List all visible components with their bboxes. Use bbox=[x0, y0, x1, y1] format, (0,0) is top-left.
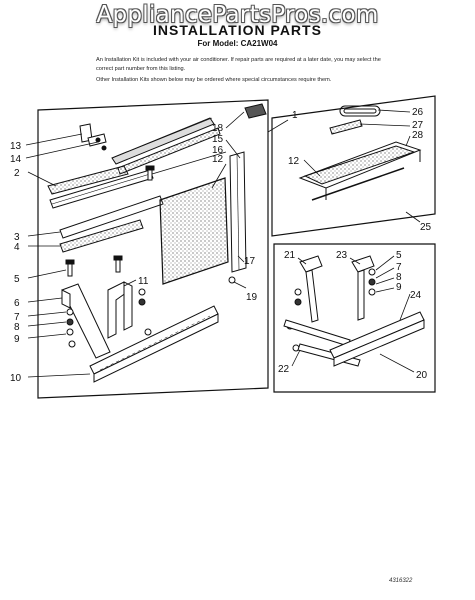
callout-21: 21 bbox=[284, 250, 296, 261]
hardware-b bbox=[286, 268, 376, 352]
watermark: AppliancePartsPros.com bbox=[96, 2, 379, 28]
other-kits-note: Other Installation Kits shown below may … bbox=[96, 77, 332, 83]
page-title: INSTALLATION PARTS bbox=[153, 22, 322, 38]
callout-b9: 9 bbox=[396, 282, 402, 293]
foam-seal-12 bbox=[159, 177, 229, 285]
model-subtitle: For Model: CA21W04 bbox=[197, 39, 278, 48]
callout-18: 18 bbox=[212, 123, 224, 134]
callout-13: 13 bbox=[10, 141, 22, 152]
bracket-11 bbox=[107, 281, 133, 339]
bracket-21 bbox=[299, 255, 323, 323]
callout-6: 6 bbox=[14, 298, 20, 309]
screw-19 bbox=[228, 276, 236, 284]
left-panel-frame bbox=[37, 99, 269, 399]
callout-15: 15 bbox=[212, 134, 224, 145]
callout-14: 14 bbox=[10, 154, 22, 165]
callout-25: 25 bbox=[420, 222, 432, 233]
catalog-number: 4316322 bbox=[389, 578, 413, 584]
callout-12: 12 bbox=[212, 154, 224, 165]
callout-8: 8 bbox=[14, 322, 20, 333]
callout-b5: 5 bbox=[396, 250, 402, 261]
callout-5: 5 bbox=[14, 274, 20, 285]
callout-19: 19 bbox=[246, 292, 258, 303]
side-rail-3 bbox=[59, 195, 164, 253]
callout-20: 20 bbox=[416, 370, 428, 381]
side-channel-17 bbox=[229, 151, 247, 273]
callout-24: 24 bbox=[410, 290, 422, 301]
callout-16: 16 bbox=[212, 145, 224, 156]
callout-3: 3 bbox=[14, 232, 20, 243]
window-seal-26 bbox=[339, 105, 381, 117]
rail-24 bbox=[329, 311, 425, 367]
callout-9: 9 bbox=[14, 334, 20, 345]
callout-1: 1 bbox=[292, 110, 298, 121]
screw-16 bbox=[145, 165, 155, 181]
callout-b8: 8 bbox=[396, 272, 402, 283]
bracket-23 bbox=[351, 255, 375, 321]
clip-18 bbox=[244, 103, 267, 119]
callout-11: 11 bbox=[138, 276, 149, 287]
callout-r12: 12 bbox=[288, 156, 300, 167]
intro-note: An Installation Kit is included with you… bbox=[96, 57, 381, 72]
bracket-13 bbox=[79, 123, 107, 151]
top-right-panel-frame bbox=[271, 95, 436, 237]
callout-7: 7 bbox=[14, 312, 20, 323]
callout-26: 26 bbox=[412, 107, 424, 118]
callout-b7: 7 bbox=[396, 262, 402, 273]
callout-28: 28 bbox=[412, 130, 424, 141]
callout-2: 2 bbox=[14, 168, 20, 179]
callout-4: 4 bbox=[14, 242, 20, 253]
seal-strip-27 bbox=[329, 119, 363, 135]
accordion-panel-12 bbox=[298, 141, 422, 201]
callout-23: 23 bbox=[336, 250, 348, 261]
leader-lines bbox=[25, 109, 421, 378]
support-bracket-6 bbox=[61, 283, 111, 359]
callout-22: 22 bbox=[278, 364, 290, 375]
callout-labels: 1 2 3 4 5 6 7 8 9 10 11 12 13 14 15 16 1… bbox=[10, 107, 432, 384]
bottom-right-panel-frame bbox=[273, 243, 436, 393]
bottom-rail-10 bbox=[89, 305, 219, 383]
top-rail-parts bbox=[111, 117, 221, 175]
screw-5 bbox=[65, 255, 123, 277]
callout-10: 10 bbox=[10, 373, 22, 384]
callout-17: 17 bbox=[244, 256, 256, 267]
side-rail-2 bbox=[47, 165, 154, 209]
callout-27: 27 bbox=[412, 120, 424, 131]
